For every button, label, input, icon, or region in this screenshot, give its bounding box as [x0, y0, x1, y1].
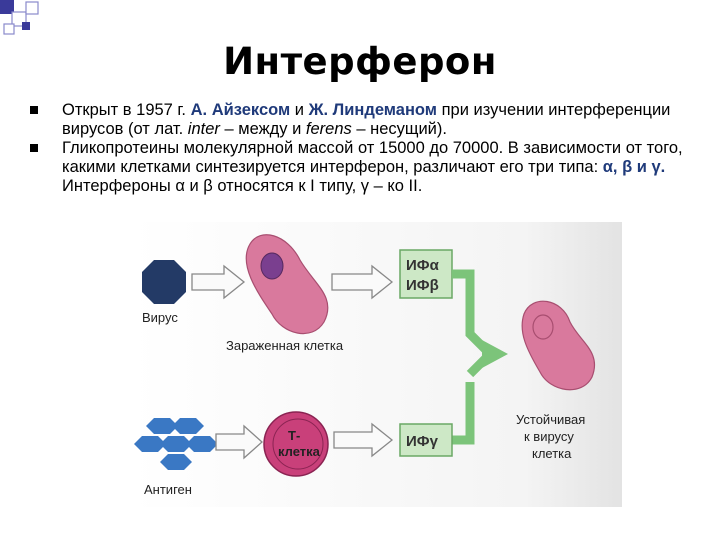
- arrow-icon: [331, 264, 394, 300]
- latin-word: inter: [187, 120, 220, 138]
- text-span: при изучении интерференции вирусов (от л…: [62, 101, 671, 138]
- bullet-marker: [30, 144, 38, 152]
- latin-word: ferens: [305, 120, 352, 138]
- arrow-icon: [191, 264, 246, 300]
- antigen-icon: [160, 436, 192, 452]
- bullet-list: Открыт в 1957 г. А. Айзексом и Ж. Линдем…: [26, 101, 696, 196]
- t-cell-label-2: клетка: [278, 444, 321, 459]
- highlight-types: α, β и γ.: [602, 158, 666, 176]
- text-span: Интерфероны α и β относятся к I типу, γ …: [62, 177, 423, 195]
- text-span: – несущий).: [351, 120, 447, 138]
- green-arrow-icon: [482, 340, 508, 368]
- infected-cell-label: Зараженная клетка: [226, 338, 344, 353]
- ifn-gamma-label: ИФγ: [406, 433, 439, 450]
- arrow-icon: [215, 424, 263, 460]
- arrow-icon: [333, 422, 394, 458]
- ifn-gamma-box: [399, 423, 453, 457]
- antigen-icon: [186, 436, 218, 452]
- text-span: и: [290, 101, 309, 119]
- t-cell-label-1: Т-: [288, 428, 300, 443]
- bullet-item: Открыт в 1957 г. А. Айзексом и Ж. Линдем…: [26, 101, 696, 139]
- bullet-marker: [30, 106, 38, 114]
- corner-decoration: [0, 0, 39, 35]
- highlight-name: А. Айзексом: [190, 101, 291, 119]
- t-cell-nucleus-icon: [272, 418, 324, 470]
- virus-icon: [142, 260, 186, 304]
- nucleus-icon: [260, 252, 284, 280]
- resistant-label-1: Устойчивая: [516, 412, 585, 427]
- antigen-icon: [146, 418, 178, 434]
- virus-label: Вирус: [142, 310, 178, 325]
- text-span: Открыт в 1957 г.: [62, 101, 191, 119]
- resistant-label-3: клетка: [532, 446, 572, 461]
- resistant-label-2: к вирусу: [524, 429, 574, 444]
- antigen-label: Антиген: [144, 482, 192, 497]
- ifn-alpha-label: ИФα: [406, 257, 440, 274]
- antigen-icon: [172, 418, 204, 434]
- bullet-item: Гликопротеины молекулярной массой от 150…: [26, 139, 696, 196]
- interferon-diagram: Вирус Зараженная клетка ИФα ИФβ Устойчив…: [132, 222, 622, 507]
- page-title: Интерферон: [223, 40, 497, 83]
- highlight-name: Ж. Линдеманом: [308, 101, 437, 119]
- text-span: Гликопротеины молекулярной массой от 150…: [62, 139, 683, 176]
- antigen-icon: [160, 454, 192, 470]
- text-span: – между и: [219, 120, 306, 138]
- nucleus-icon: [532, 314, 554, 340]
- green-connector: [452, 382, 475, 445]
- ifn-beta-label: ИФβ: [406, 277, 439, 294]
- antigen-icon: [134, 436, 166, 452]
